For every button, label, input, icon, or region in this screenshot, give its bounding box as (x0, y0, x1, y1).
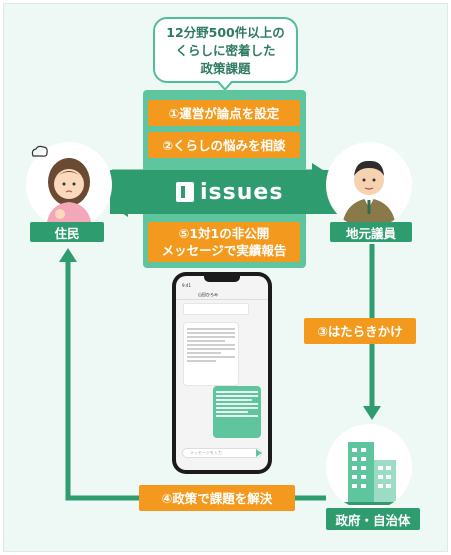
step-5-line-2: メッセージで実績報告 (161, 243, 287, 258)
smartphone-notch (204, 276, 240, 282)
callout-tail-inner (218, 80, 232, 88)
callout-line-2: くらしに密着した (175, 43, 276, 58)
incoming-message-lines (187, 328, 235, 362)
step-5-box: ⑤1対1の非公開 メッセージで実績報告 (148, 222, 300, 262)
worry-cloud-icon (31, 145, 48, 157)
arrowhead-up (59, 248, 77, 262)
building-icon (336, 442, 402, 505)
callout-line-3: 政策課題 (200, 61, 251, 76)
chat-input-placeholder: メッセージを入力 (190, 450, 222, 455)
legislator-illustration (342, 160, 396, 228)
chat-topic-card (183, 303, 249, 315)
send-icon[interactable] (256, 449, 262, 457)
issues-logo-text: issues (200, 179, 284, 205)
step-3-box: ③はたらきかけ (304, 318, 416, 344)
chat-contact-name: 山田ひろみ (198, 292, 218, 297)
arrowhead-down (363, 406, 381, 420)
outgoing-message-lines (216, 391, 258, 417)
issues-logo-band (110, 170, 342, 214)
chat-message-incoming (183, 322, 239, 386)
callout-bubble: 12分野500件以上の くらしに密着した 政策課題 (153, 17, 298, 83)
resident-avatar (26, 142, 112, 228)
callout-line-1: 12分野500件以上の (166, 25, 285, 40)
resident-illustration (46, 158, 92, 228)
legislator-label: 地元議員 (330, 222, 412, 242)
step-4-box: ④政策で課題を解決 (139, 485, 295, 511)
step-1-box: ①運営が論点を設定 (148, 100, 300, 126)
chat-header (176, 290, 268, 300)
issues-logo: issues (176, 179, 284, 205)
chat-message-outgoing (213, 386, 261, 438)
government-avatar (326, 424, 412, 510)
phone-status-time: 9:41 (182, 283, 191, 288)
legislator-avatar (326, 142, 412, 228)
issues-logo-icon (176, 182, 194, 202)
step-2-box: ②くらしの悩みを相談 (148, 132, 300, 158)
government-label: 政府・自治体 (326, 508, 420, 530)
step-5-line-1: ⑤1対1の非公開 (178, 226, 270, 241)
resident-label: 住民 (30, 222, 104, 242)
